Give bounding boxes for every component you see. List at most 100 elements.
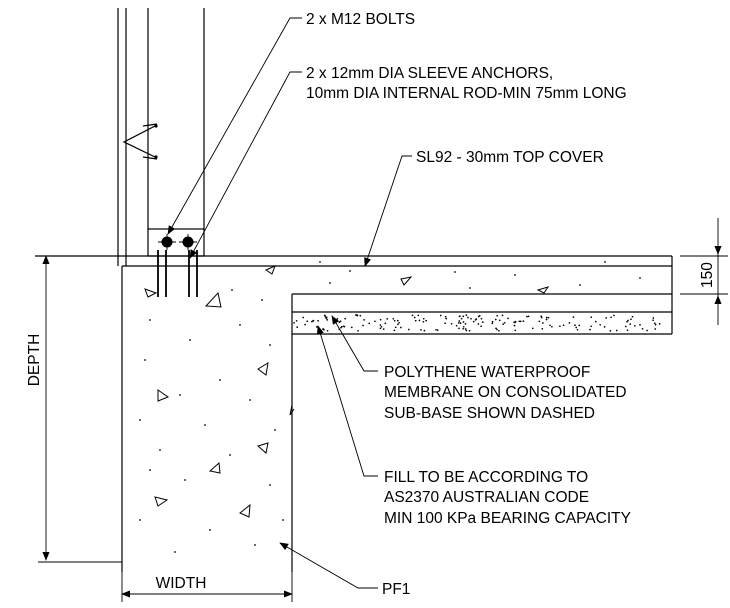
sub-base-dot xyxy=(379,318,382,321)
sub-base-dot xyxy=(653,322,656,325)
sub-base-dot xyxy=(494,318,497,321)
sub-base-dot xyxy=(462,321,465,323)
sub-base-dot xyxy=(397,323,399,326)
sub-base-dot xyxy=(450,322,453,325)
sub-base-dot xyxy=(458,327,460,330)
sub-base-dot xyxy=(379,324,382,326)
sub-base-dot xyxy=(325,316,328,319)
sub-base-dot xyxy=(502,323,505,325)
sub-base-dot xyxy=(374,320,376,323)
sub-base-dot xyxy=(496,314,499,317)
sub-base-dot xyxy=(414,319,417,322)
sub-base-dot xyxy=(503,321,506,324)
sub-base-dot xyxy=(599,323,602,326)
sub-base-dot xyxy=(422,317,425,320)
sub-base-dot xyxy=(295,319,298,322)
sub-base-dot xyxy=(531,327,534,330)
membrane-callout-line3: SUB-BASE SHOWN DASHED xyxy=(384,405,595,422)
sub-base-dot xyxy=(522,320,525,322)
sub-base-dot xyxy=(491,320,494,323)
sub-base-dot xyxy=(498,329,500,332)
membrane-callout-line2: MEMBRANE ON CONSOLIDATED xyxy=(384,384,627,401)
leaders xyxy=(167,17,412,589)
sub-base-dot xyxy=(315,326,318,328)
sub-base-dot xyxy=(514,321,516,324)
sub-base-dot xyxy=(407,328,410,331)
bolts-callout: 2 x M12 BOLTS xyxy=(306,11,415,28)
sub-base-dot xyxy=(465,329,468,332)
sub-base-dot xyxy=(444,315,447,318)
sub-base-dot xyxy=(340,325,343,328)
sub-base-dot xyxy=(491,322,494,325)
sub-base-dot xyxy=(312,319,315,322)
sub-base-dot xyxy=(458,320,461,322)
sub-base-dot xyxy=(455,324,458,327)
sub-base-dot xyxy=(384,322,387,325)
sub-base-dot xyxy=(572,316,575,318)
anchors-callout-line1: 2 x 12mm DIA SLEEVE ANCHORS, xyxy=(306,65,553,82)
sub-base-dot xyxy=(477,315,480,318)
sub-base-dot xyxy=(304,323,306,326)
sub-base-dot xyxy=(498,319,501,322)
sub-base-dot xyxy=(357,329,359,332)
sub-base-dot xyxy=(398,321,400,324)
fill-callout-line2: AS2370 AUSTRALIAN CODE xyxy=(384,489,589,506)
sub-base-dot xyxy=(652,317,655,319)
sub-base-dot xyxy=(400,326,402,329)
sub-base-dot xyxy=(459,315,461,318)
sub-base-dot xyxy=(626,320,628,323)
sub-base-dot xyxy=(518,320,521,323)
sub-base-dot xyxy=(496,328,498,331)
sub-base-dot xyxy=(462,327,465,330)
sub-base-dot xyxy=(480,325,482,328)
sub-base-dot xyxy=(422,320,425,323)
sub-base-dot xyxy=(589,328,591,331)
sub-base-dot xyxy=(540,316,543,319)
sub-base-dot xyxy=(541,328,544,330)
sub-base-dot xyxy=(324,315,327,317)
sub-base-dot xyxy=(594,320,597,323)
slab-thickness-label: 150 xyxy=(699,262,716,288)
depth-label: DEPTH xyxy=(26,334,43,387)
sub-base-dot xyxy=(393,319,396,322)
sub-base-dot xyxy=(322,328,324,330)
sub-base-dot xyxy=(562,324,565,327)
sub-base-dot xyxy=(425,319,428,322)
sub-base-dot xyxy=(545,318,548,321)
sub-base-dot xyxy=(474,319,477,321)
sub-base-dot xyxy=(326,319,329,321)
sub-base-dot xyxy=(344,317,346,320)
sub-base-dot xyxy=(464,328,467,330)
sub-base-dot xyxy=(336,318,339,320)
sub-base-dot xyxy=(464,323,467,325)
depth-dimension xyxy=(38,255,122,563)
sub-base-dot xyxy=(356,314,358,316)
sub-base-dot xyxy=(465,314,468,316)
sub-base-dot xyxy=(575,326,578,329)
sub-base-dot xyxy=(394,326,397,329)
sub-base-dot xyxy=(630,318,632,321)
sub-base-dot xyxy=(590,325,592,328)
sub-base-dot xyxy=(396,319,399,322)
sub-base-dot xyxy=(459,322,462,324)
membrane-callout-line1: POLYTHENE WATERPROOF xyxy=(384,364,590,381)
sub-base-dot xyxy=(495,327,497,330)
sub-base-dot xyxy=(547,316,550,319)
sub-base-dot xyxy=(609,330,612,332)
sub-base-dot xyxy=(527,315,530,318)
sub-base-dot xyxy=(639,324,641,326)
sub-base-dot xyxy=(445,317,448,320)
sub-base-dot xyxy=(576,328,579,331)
sub-base-dot xyxy=(480,317,483,320)
sub-base-dot xyxy=(439,314,442,317)
anchors-callout-line2: 10mm DIA INTERNAL ROD-MIN 75mm LONG xyxy=(306,85,627,102)
sub-base-dot xyxy=(296,326,299,328)
sub-base-dot xyxy=(613,314,615,317)
sub-base-dot xyxy=(326,329,329,332)
sub-base-dot xyxy=(462,315,465,318)
sub-base-dot xyxy=(578,324,581,327)
sub-base-dot xyxy=(306,320,309,323)
sub-base-dot xyxy=(382,328,385,330)
sub-base-dot xyxy=(654,323,657,326)
